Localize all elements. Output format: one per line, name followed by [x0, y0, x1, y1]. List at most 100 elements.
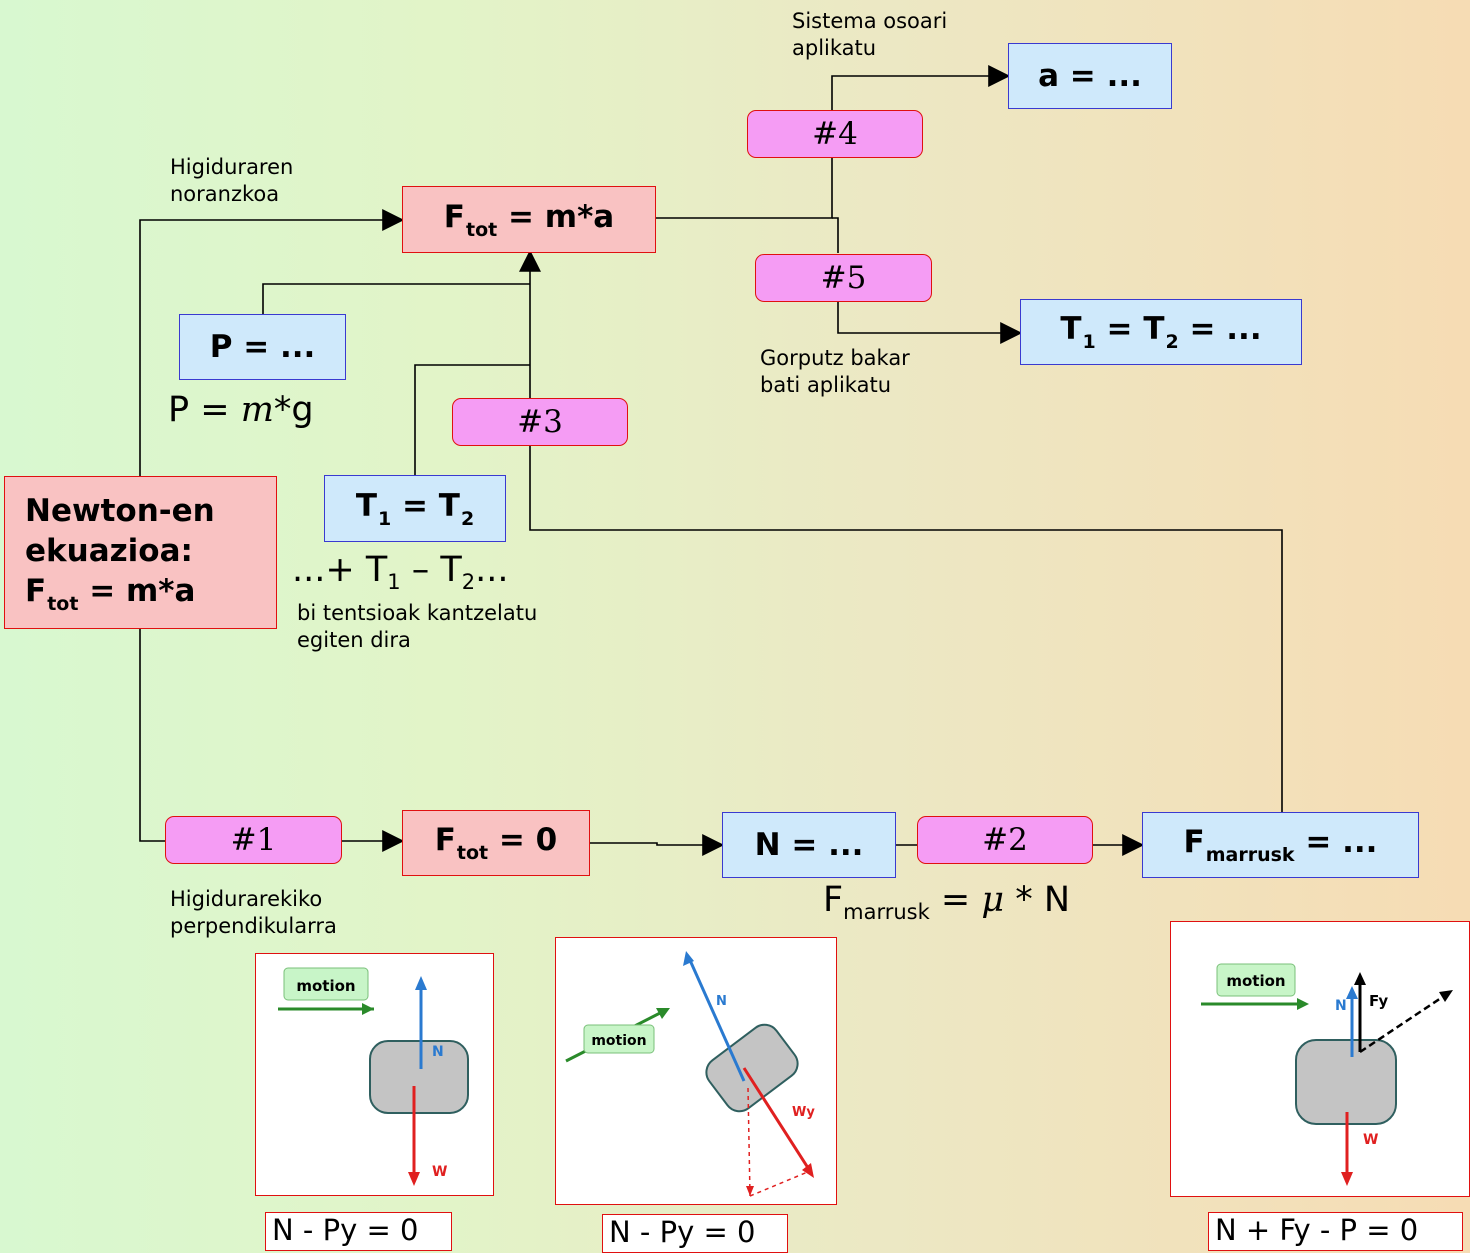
weight-arrowhead	[1341, 1172, 1353, 1186]
weight-box: P = ...	[179, 314, 346, 380]
wire-step5-to-t	[837, 302, 1023, 344]
part: – T	[400, 550, 462, 590]
weight-arrowhead	[408, 1172, 420, 1186]
tension-formula: ...+ T1 – T2...	[292, 550, 509, 594]
step-5-badge: #5	[755, 254, 932, 302]
wy-label: Wy	[792, 1105, 815, 1120]
equation-rest: = ...	[1294, 824, 1378, 860]
wire-ftot-to-step4	[656, 158, 833, 219]
line: Gorputz bakar	[760, 346, 910, 370]
line: bati aplikatu	[760, 373, 892, 397]
weight-box-text: P = ...	[209, 329, 316, 365]
block	[369, 1040, 469, 1114]
motion-label: motion	[296, 977, 355, 995]
friction-box: Fmarrusk = ...	[1142, 812, 1419, 878]
step-4-badge: #4	[747, 110, 923, 158]
line: Sistema osoari	[792, 9, 948, 33]
zero-total-force-text: Ftot = 0	[435, 822, 558, 864]
normal-label: N	[716, 994, 727, 1009]
sub-1: 1	[377, 507, 392, 530]
step-label: #3	[517, 404, 563, 440]
equation-rest: = 0	[488, 822, 558, 858]
tot-subscript: tot	[47, 593, 79, 615]
newton-line-2: ekuazioa:	[25, 533, 193, 569]
free-body-diagram-horizontal: motion N W	[278, 967, 469, 1186]
step-label: #2	[982, 822, 1028, 858]
free-body-diagram-pulling: motion N Fy W	[1201, 963, 1453, 1186]
sub-1: 1	[387, 570, 401, 594]
newton-line-1: Newton-en	[25, 493, 215, 529]
motion-arrowhead	[656, 1008, 670, 1019]
line: Higiduraren	[170, 155, 294, 179]
normal-arrowhead	[1346, 986, 1358, 999]
acceleration-result-box: a = ...	[1008, 43, 1172, 109]
part: ...+ T	[292, 550, 388, 590]
tension-result-text: T1 = T2 = ...	[1060, 311, 1261, 353]
tot-subscript: tot	[456, 842, 489, 864]
motion-arrowhead	[1297, 998, 1309, 1010]
normal-arrowhead	[683, 951, 694, 966]
part: *g	[273, 390, 314, 430]
applied-force-arrow	[1359, 996, 1442, 1054]
total-force-equation-box: Ftot = m*a	[402, 186, 656, 253]
marrusk-subscript: marrusk	[843, 900, 930, 924]
wire-ftot-to-step5	[832, 217, 839, 253]
weight-label: W	[1363, 1132, 1378, 1148]
wire-newton-to-ftot	[139, 209, 405, 476]
newton-line-3: Ftot = m*a	[25, 571, 276, 624]
sub-2: 2	[1165, 331, 1179, 353]
t-symbol: T	[1060, 311, 1082, 347]
sub-1: 1	[1082, 331, 1096, 353]
weight-label: W	[432, 1164, 447, 1180]
step-1-badge: #1	[165, 816, 342, 864]
sub-2: 2	[460, 507, 475, 530]
f-symbol: F	[443, 198, 465, 235]
f-symbol: F	[823, 880, 844, 920]
motion-label-box	[1216, 963, 1296, 997]
wire-fmarrusk-to-step3	[529, 446, 1283, 812]
figure-incline: motion N Wy	[555, 937, 837, 1205]
line: noranzkoa	[170, 182, 280, 206]
line: Higidurarekiko	[170, 887, 323, 911]
step-label: #4	[812, 116, 858, 152]
f-symbol: F	[1183, 824, 1205, 860]
applied-force-arrowhead	[1439, 990, 1453, 1002]
newton-equation-box: Newton-en ekuazioa: Ftot = m*a	[4, 476, 277, 629]
weight-formula: P = m*g	[168, 390, 314, 430]
line: aplikatu	[792, 36, 877, 60]
motion-direction-label: Higiduraren noranzkoa	[170, 154, 293, 208]
wire-p-to-main	[262, 283, 530, 314]
f-symbol: F	[434, 822, 456, 858]
fy-label: Fy	[1369, 992, 1388, 1010]
perpendicular-label: Higidurarekiko perpendikularra	[170, 886, 337, 940]
tension-equality-box: T1 = T2	[324, 475, 506, 542]
weight-component-arrowhead	[802, 1163, 814, 1178]
friction-box-text: Fmarrusk = ...	[1184, 824, 1378, 866]
single-body-label: Gorputz bakar bati aplikatu	[760, 345, 910, 399]
step-2-badge: #2	[917, 816, 1093, 864]
caption-pulling: N + Fy - P = 0	[1208, 1212, 1463, 1251]
friction-formula: Fmarrusk = μ * N	[823, 880, 1070, 924]
caption-incline: N - Py = 0	[602, 1214, 788, 1253]
dashed-diagonal	[749, 1170, 811, 1197]
t-symbol: T	[355, 487, 377, 524]
mu-symbol: μ	[981, 880, 1005, 920]
acceleration-result-text: a = ...	[1038, 58, 1142, 94]
wire-newton-to-step1	[139, 629, 165, 842]
block	[1295, 1039, 1397, 1125]
part: P =	[168, 390, 241, 430]
dashed-vertical	[747, 1087, 751, 1197]
wire-t1t2-to-main	[414, 364, 530, 475]
normal-force-text: N = ...	[754, 827, 864, 863]
normal-arrow	[687, 957, 746, 1082]
tension-result-box: T1 = T2 = ...	[1020, 299, 1302, 365]
part: =	[929, 880, 982, 920]
free-body-diagram-incline: motion N Wy	[565, 951, 815, 1197]
line: egiten dira	[297, 628, 411, 652]
normal-label: N	[1335, 998, 1347, 1014]
block	[705, 1023, 799, 1113]
part: * N	[1004, 880, 1071, 920]
line: perpendikularra	[170, 914, 337, 938]
total-force-equation: Ftot = m*a	[444, 199, 614, 241]
